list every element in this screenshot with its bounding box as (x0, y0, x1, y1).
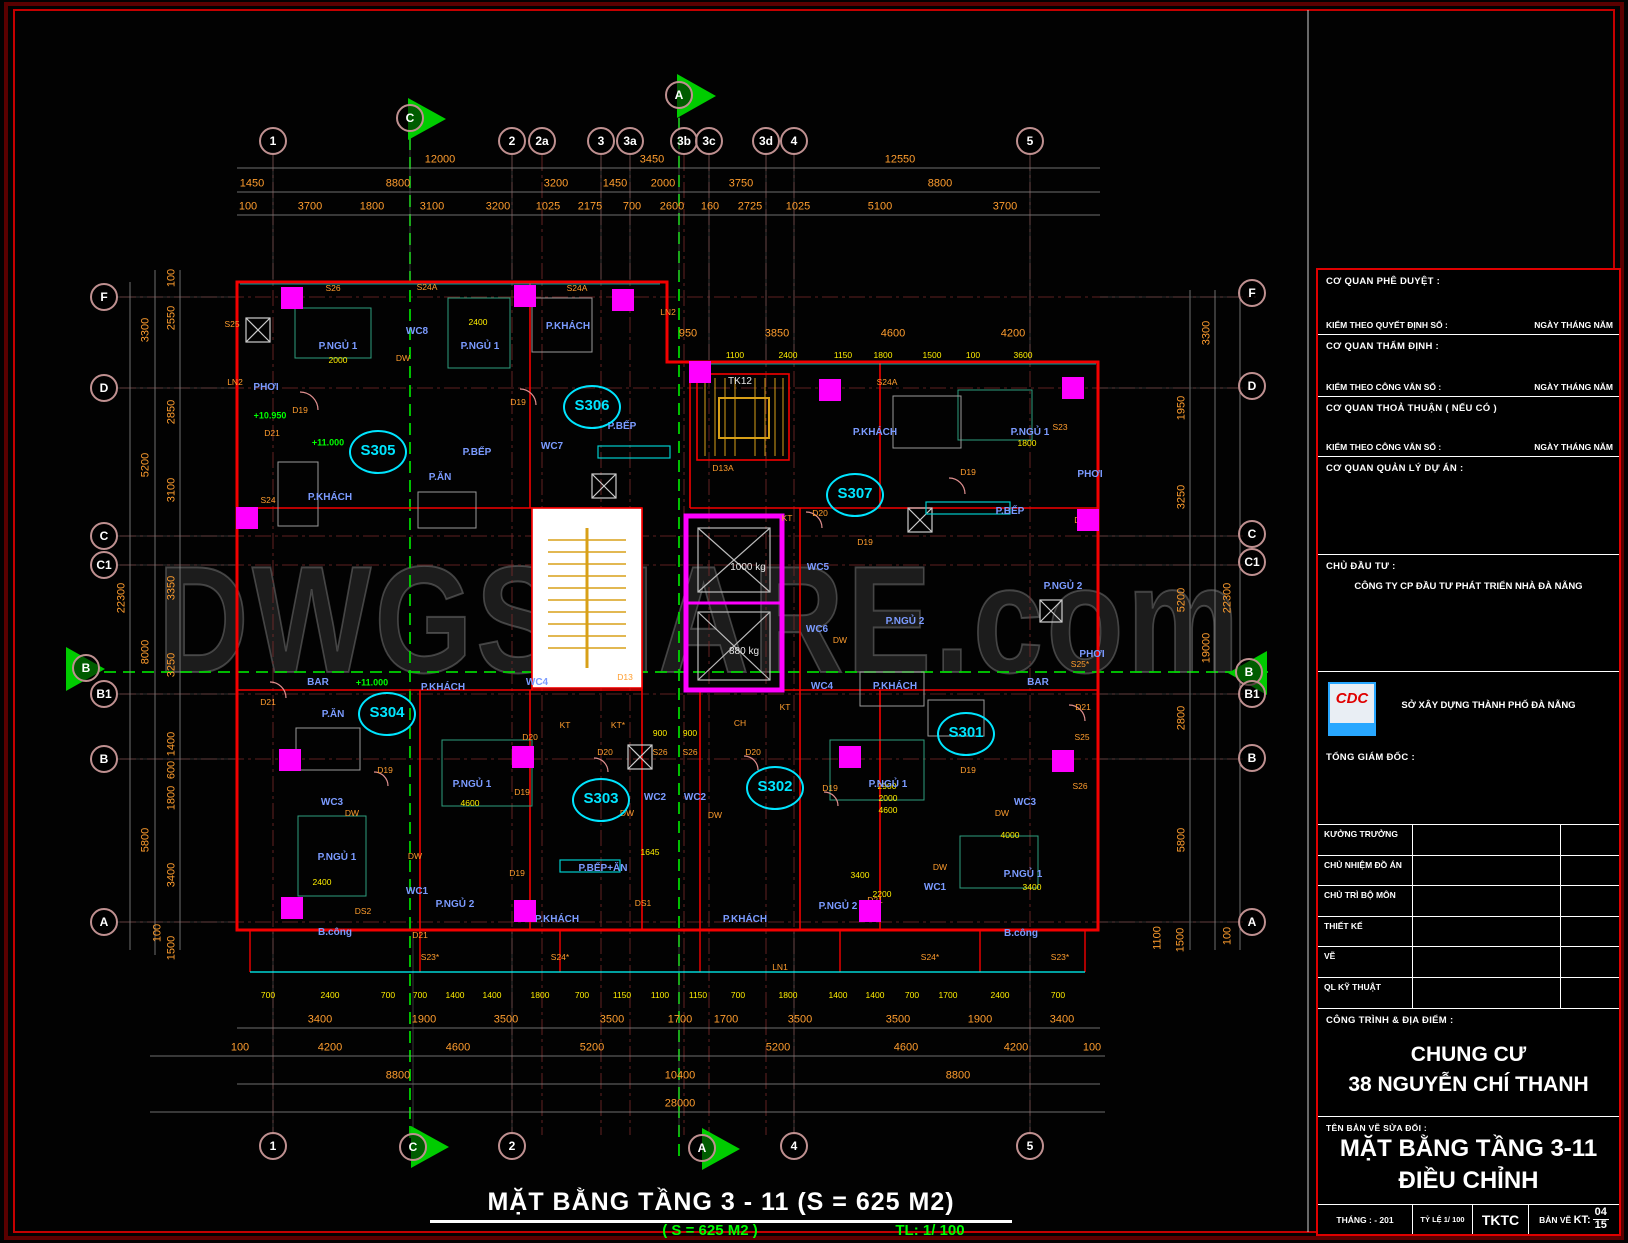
duct-boxes (245, 317, 1063, 770)
role-date-cell (1561, 856, 1619, 886)
pm-section: CƠ QUAN QUẢN LÝ DỰ ÁN : (1318, 457, 1619, 555)
walls (235, 280, 1100, 972)
role-row: THIẾT KẾ (1318, 916, 1619, 948)
role-signature-cell (1413, 855, 1561, 886)
sheet-name-2: ĐIỀU CHỈNH (1398, 1167, 1539, 1194)
sheet-label: TÊN BẢN VẼ SỬA ĐỔI : (1326, 1123, 1428, 1133)
project-section: CÔNG TRÌNH & ĐỊA ĐIỂM : CHUNG CƯ 38 NGUY… (1318, 1009, 1619, 1117)
stair-core (531, 507, 643, 689)
approve-check-label: KIỂM THEO QUYẾT ĐỊNH SỐ : (1326, 320, 1448, 330)
sheet-no-kt: KT: (1573, 1213, 1591, 1226)
title-block: CƠ QUAN PHÊ DUYỆT : KIỂM THEO QUYẾT ĐỊNH… (1316, 268, 1621, 1236)
drawing-area-subtitle: ( S = 625 M2 ) (662, 1222, 758, 1239)
role-label: THIẾT KẾ (1318, 916, 1413, 947)
role-date-cell (1561, 947, 1619, 977)
month-cell: THÁNG : - 201 (1318, 1205, 1413, 1234)
role-row: KƯỞNG TRƯỞNG (1318, 825, 1619, 856)
cdc-logo: CDC (1328, 682, 1376, 736)
role-signature-cell (1413, 977, 1561, 1008)
design-firm-section: CDC SỞ XÂY DỰNG THÀNH PHỐ ĐÀ NẴNG TỔNG G… (1318, 672, 1619, 825)
doc-check-label: KIỂM THEO CÔNG VĂN SỐ : (1326, 382, 1442, 392)
sheet-no-den: 15 (1594, 1219, 1607, 1231)
role-row: CHỦ NHIỆM ĐỒ ÁN (1318, 855, 1619, 887)
drawing-main-title: MẶT BẰNG TẦNG 3 - 11 (S = 625 M2) (430, 1188, 1012, 1223)
investor-section: CHỦ ĐẦU TƯ : CÔNG TY CP ĐẦU TƯ PHÁT TRIỂ… (1318, 555, 1619, 672)
appraisal-agency-label: CƠ QUAN THẨM ĐỊNH : (1326, 341, 1440, 352)
extension-lines (118, 108, 1240, 1134)
role-date-cell (1561, 825, 1619, 855)
stage-cell: TKTC (1473, 1205, 1529, 1234)
project-name-1: CHUNG CƯ (1410, 1043, 1527, 1066)
director-label: TỔNG GIÁM ĐỐC : (1326, 752, 1415, 763)
date-cols: NGÀY THÁNG NĂM (1534, 442, 1613, 452)
approve-agency-label: CƠ QUAN PHÊ DUYỆT : (1326, 276, 1441, 287)
furniture (277, 297, 1039, 897)
date-cols: NGÀY THÁNG NĂM (1534, 382, 1613, 392)
meta-row: THÁNG : - 201 TỶ LỆ 1/ 100 TKTC BẢN VẼ K… (1318, 1204, 1619, 1234)
role-signature-cell (1413, 825, 1561, 855)
role-row: VẼ (1318, 947, 1619, 978)
agreement-agency-label: CƠ QUAN THOẢ THUẬN ( NẾU CÓ ) (1326, 403, 1497, 414)
elevator-shaft (683, 513, 785, 693)
role-label: CHỦ NHIỆM ĐỒ ÁN (1318, 855, 1413, 886)
role-signature-cell (1413, 916, 1561, 947)
approve-section: CƠ QUAN PHÊ DUYỆT : KIỂM THEO QUYẾT ĐỊNH… (1318, 270, 1619, 335)
sheet-number-cell: BẢN VẼ KT: 04 15 (1529, 1205, 1619, 1234)
cdc-logo-band (1330, 723, 1374, 734)
sheet-no-label: BẢN VẼ (1539, 1214, 1572, 1225)
doc-check-label: KIỂM THEO CÔNG VĂN SỐ : (1326, 442, 1442, 452)
sheet-name-section: TÊN BẢN VẼ SỬA ĐỔI : MẶT BẰNG TẦNG 3-11 … (1318, 1117, 1619, 1202)
scale-cell: TỶ LỆ 1/ 100 (1413, 1205, 1473, 1234)
investor-name: CÔNG TY CP ĐẦU TƯ PHÁT TRIỂN NHÀ ĐÀ NẴNG (1354, 581, 1583, 592)
pm-agency-label: CƠ QUAN QUẢN LÝ DỰ ÁN : (1326, 463, 1464, 474)
cdc-logo-text: CDC (1335, 690, 1369, 707)
project-name-2: 38 NGUYỄN CHÍ THANH (1348, 1073, 1589, 1096)
role-signature-cell (1413, 947, 1561, 977)
role-signature-cell (1413, 886, 1561, 916)
project-label: CÔNG TRÌNH & ĐỊA ĐIỂM : (1326, 1015, 1454, 1026)
door-swings (269, 388, 1086, 807)
role-date-cell (1561, 917, 1619, 947)
role-label: CHỦ TRÌ BỘ MÔN (1318, 886, 1413, 916)
sheet-no-fraction: 04 15 (1592, 1206, 1609, 1231)
date-cols: NGÀY THÁNG NĂM (1534, 320, 1613, 330)
role-row: CHỦ TRÌ BỘ MÔN (1318, 886, 1619, 917)
drawing-scale-subtitle: TL: 1/ 100 (895, 1222, 965, 1239)
role-label: KƯỞNG TRƯỞNG (1318, 825, 1413, 855)
role-label: QL KỸ THUẬT (1318, 977, 1413, 1008)
sheet-name-1: MẶT BẰNG TẦNG 3-11 (1339, 1135, 1598, 1162)
sheet-no-num: 04 (1592, 1206, 1609, 1220)
investor-label: CHỦ ĐẦU TƯ : (1326, 561, 1396, 572)
dimension-lines (129, 167, 1241, 1113)
stair-tk12 (696, 373, 790, 461)
role-row: QL KỸ THUẬT (1318, 977, 1619, 1009)
dept-name: SỞ XÂY DỰNG THÀNH PHỐ ĐÀ NẴNG (1401, 700, 1576, 711)
balcony-rail (240, 283, 1096, 973)
agreement-section: CƠ QUAN THOẢ THUẬN ( NẾU CÓ ) KIỂM THEO … (1318, 397, 1619, 457)
appraisal-section: CƠ QUAN THẨM ĐỊNH : KIỂM THEO CÔNG VĂN S… (1318, 335, 1619, 397)
role-label: VẼ (1318, 947, 1413, 977)
role-date-cell (1561, 886, 1619, 916)
role-date-cell (1561, 978, 1619, 1008)
